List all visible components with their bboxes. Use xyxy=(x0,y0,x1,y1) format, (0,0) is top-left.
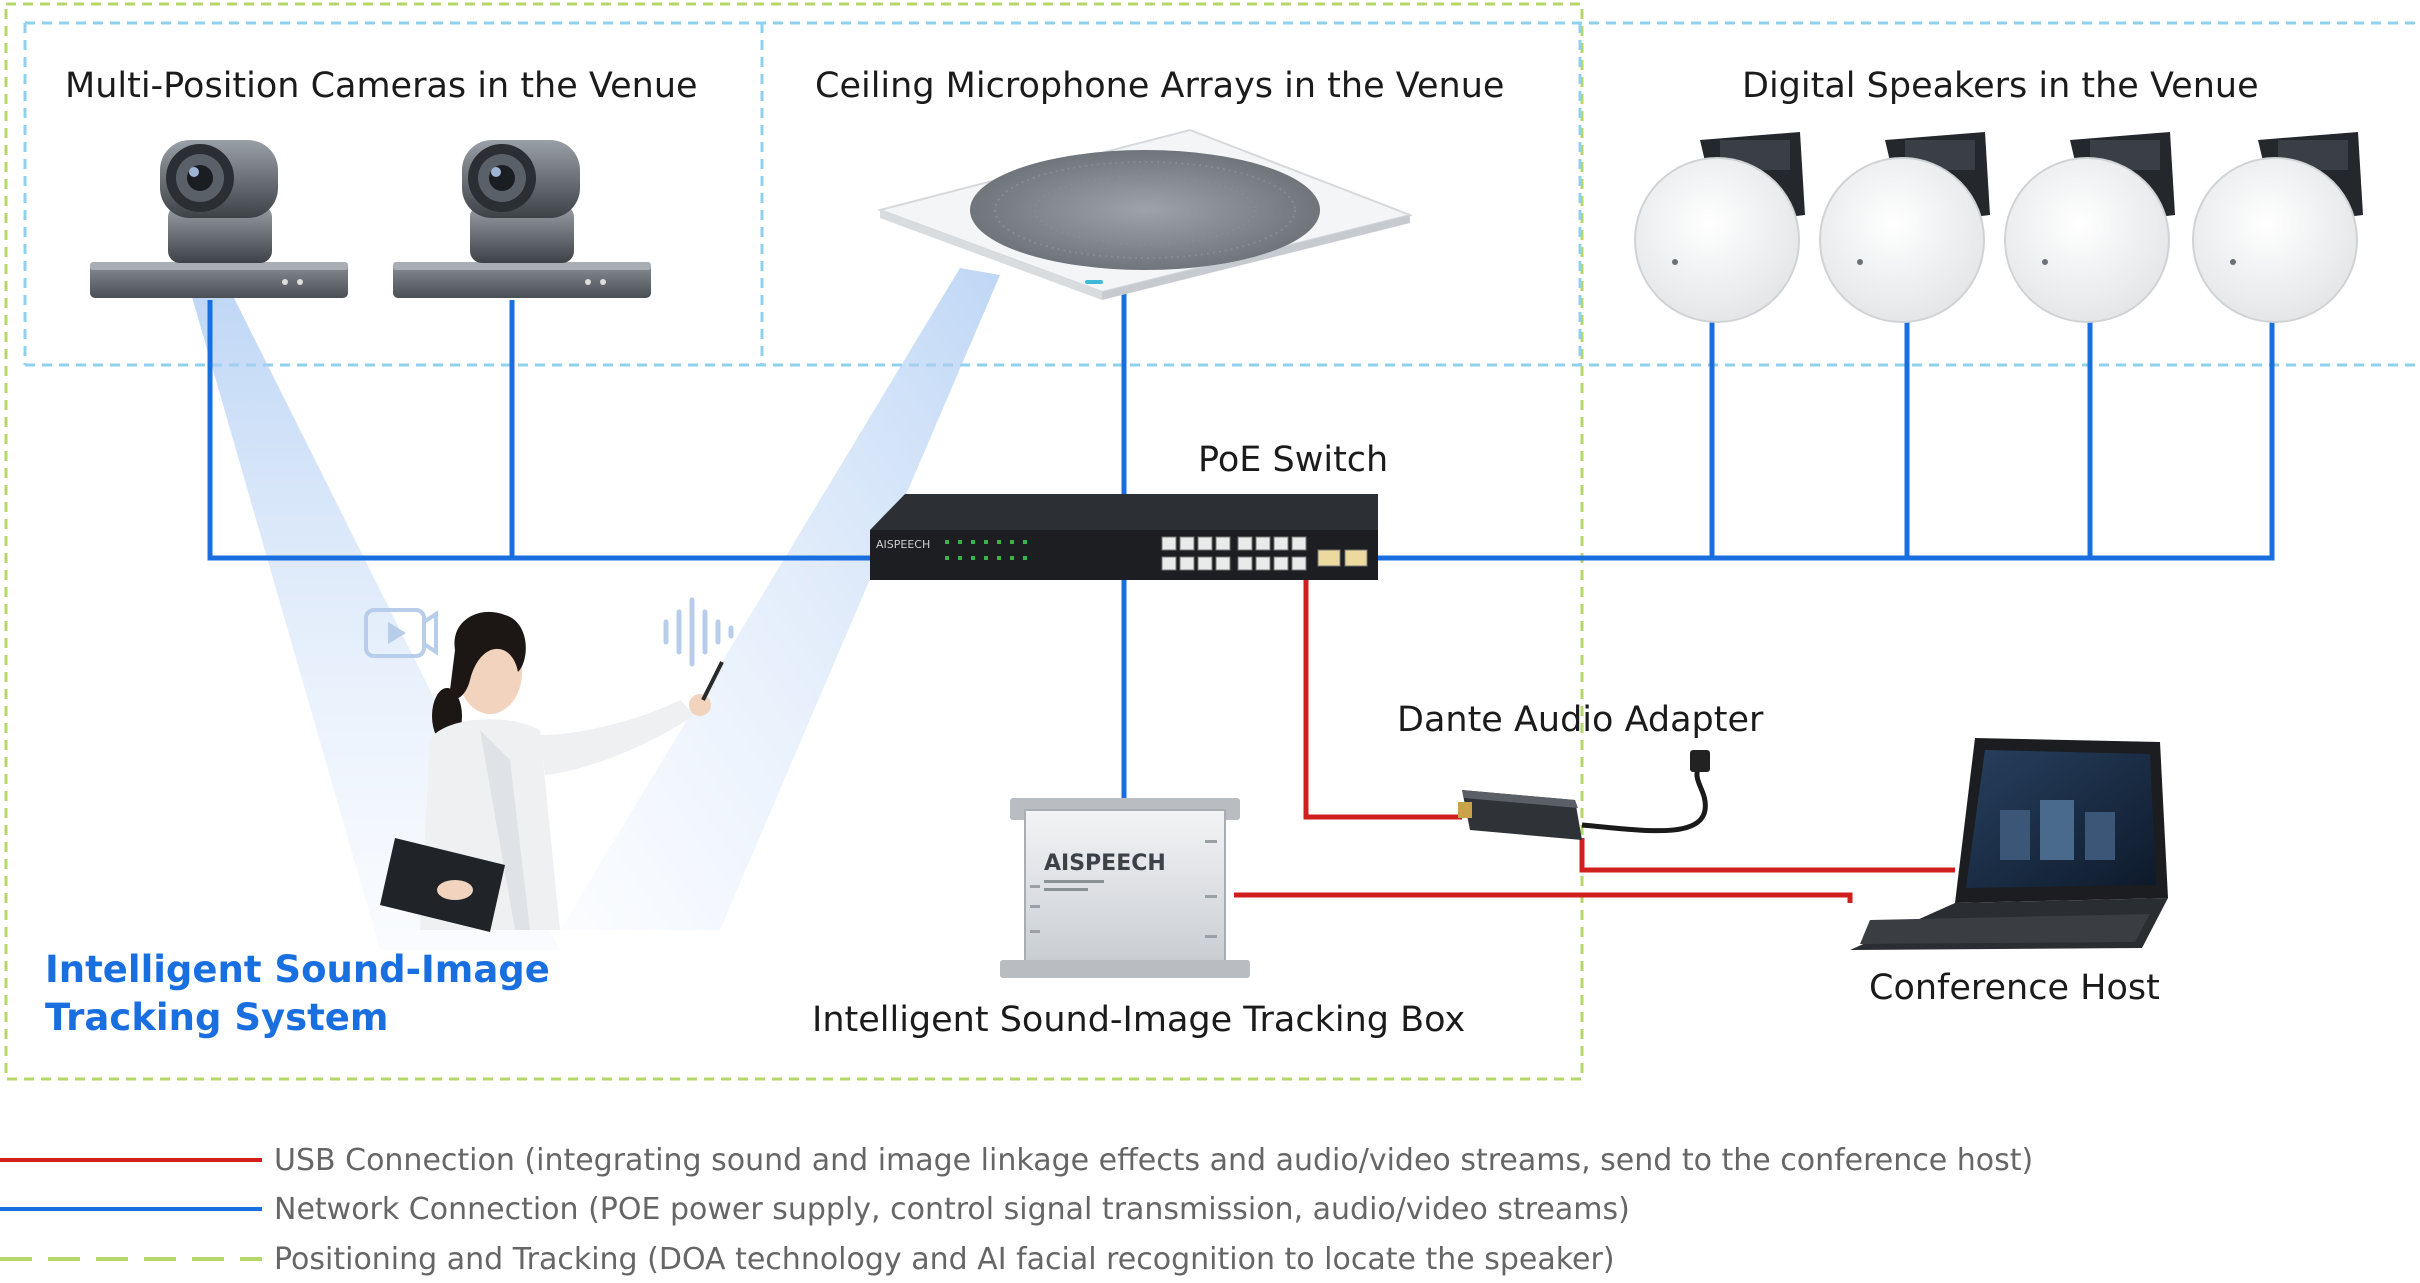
digital-speaker-1 xyxy=(1634,132,1805,323)
legend-positioning-text: Positioning and Tracking (DOA technology… xyxy=(274,1242,1615,1277)
tracking-box-label: Intelligent Sound-Image Tracking Box xyxy=(812,1000,1466,1040)
mics-zone-title: Ceiling Microphone Arrays in the Venue xyxy=(815,66,1505,106)
sound-image-tracking-box: AISPEECH xyxy=(1000,798,1250,978)
poe-switch: AISPEECH xyxy=(870,494,1378,580)
digital-speaker-2 xyxy=(1819,132,1990,323)
ptz-camera-2 xyxy=(393,140,651,298)
switch-brand: AISPEECH xyxy=(876,538,930,551)
conference-host-label: Conference Host xyxy=(1869,968,2160,1008)
digital-speaker-4 xyxy=(2192,132,2363,323)
mic-tracking-beam xyxy=(560,268,1000,930)
ptz-camera-1 xyxy=(90,140,348,298)
box-brand: AISPEECH xyxy=(1044,851,1166,876)
positioning-zone-frame xyxy=(4,2,1584,1081)
system-title-line2: Tracking System xyxy=(45,996,389,1039)
video-icon xyxy=(364,608,438,658)
legend-network-text: Network Connection (POE power supply, co… xyxy=(274,1192,1630,1227)
usb-wiring xyxy=(1234,580,1955,903)
system-title-line1: Intelligent Sound-Image xyxy=(45,948,550,991)
audio-wave-icon xyxy=(663,597,734,667)
dante-audio-adapter xyxy=(1458,750,1710,840)
ceiling-microphone-array xyxy=(876,128,1414,300)
cameras-zone-title: Multi-Position Cameras in the Venue xyxy=(65,66,698,106)
poe-switch-label: PoE Switch xyxy=(1198,440,1389,480)
presenter-figure xyxy=(380,611,724,932)
legend-usb-text: USB Connection (integrating sound and im… xyxy=(274,1143,2034,1178)
network-wiring xyxy=(207,285,2275,800)
speakers-zone-title: Digital Speakers in the Venue xyxy=(1742,66,2259,106)
dante-adapter-label: Dante Audio Adapter xyxy=(1397,700,1764,740)
venue-zone-frame xyxy=(23,21,2415,367)
conference-host-laptop xyxy=(1850,738,2168,950)
digital-speaker-3 xyxy=(2004,132,2175,323)
